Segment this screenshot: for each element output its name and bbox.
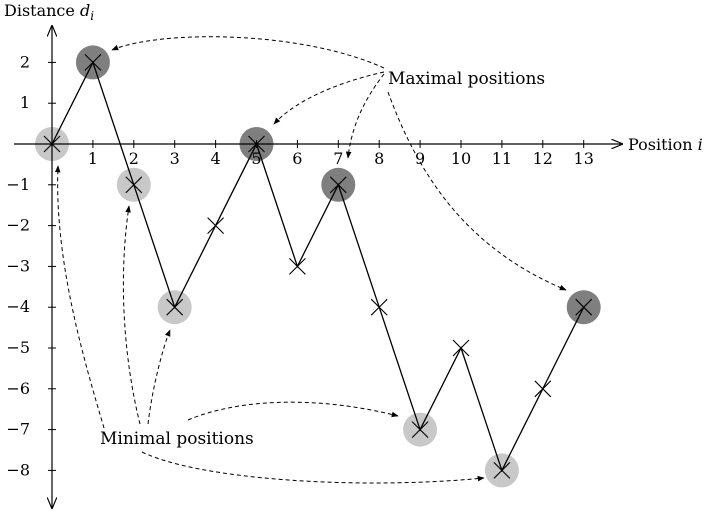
distance-series-line bbox=[51, 60, 585, 473]
position-markers bbox=[35, 45, 601, 488]
axes bbox=[14, 26, 622, 508]
data-point bbox=[166, 298, 184, 316]
x-tick-label: 8 bbox=[374, 149, 384, 168]
x-tick-label: 11 bbox=[492, 149, 512, 168]
max-arrow-5 bbox=[273, 71, 385, 125]
y-tick-label: −5 bbox=[6, 338, 30, 357]
point-crosses bbox=[43, 54, 593, 479]
data-point bbox=[84, 54, 102, 71]
y-tick-label: −4 bbox=[6, 297, 30, 316]
data-point bbox=[289, 258, 306, 275]
min-arrow-3 bbox=[147, 329, 171, 425]
x-tick-label: 9 bbox=[415, 149, 425, 168]
x-tick-label: 7 bbox=[333, 149, 343, 168]
data-point bbox=[125, 176, 143, 194]
y-tick-label: −3 bbox=[6, 256, 30, 275]
x-tick-label: 12 bbox=[533, 149, 553, 168]
min-arrow-0 bbox=[54, 165, 105, 429]
minimal-positions-label: Minimal positions bbox=[100, 429, 254, 449]
x-axis-label: Position i bbox=[628, 135, 703, 154]
x-tick-label: 4 bbox=[211, 149, 221, 168]
x-tick-label: 2 bbox=[129, 149, 139, 168]
min-arrow-2 bbox=[122, 205, 141, 425]
maximal-positions-label: Maximal positions bbox=[388, 69, 545, 89]
x-tick-label: 1 bbox=[88, 149, 98, 168]
x-tick-label: 3 bbox=[170, 149, 180, 168]
data-point bbox=[452, 339, 470, 357]
data-point bbox=[329, 176, 347, 194]
min-arrow-11 bbox=[141, 451, 485, 484]
x-tick-label: 6 bbox=[292, 149, 302, 168]
y-tick-label: 1 bbox=[20, 93, 30, 112]
y-axis-label: Distance di bbox=[4, 1, 94, 23]
series-line bbox=[51, 60, 585, 473]
data-point bbox=[575, 298, 593, 316]
y-tick-label: −7 bbox=[6, 420, 30, 439]
data-point bbox=[411, 421, 429, 438]
max-arrow-13 bbox=[387, 91, 567, 291]
data-point bbox=[370, 298, 388, 316]
max-arrow-1 bbox=[111, 36, 385, 69]
x-tick-label: 10 bbox=[451, 149, 471, 168]
y-tick-label: 2 bbox=[20, 52, 30, 71]
y-tick-label: −2 bbox=[6, 216, 30, 235]
data-point bbox=[43, 135, 61, 153]
data-point bbox=[534, 380, 552, 398]
max-arrow-7 bbox=[345, 73, 385, 159]
y-tick-label: −6 bbox=[6, 379, 30, 398]
min-arrow-9 bbox=[187, 401, 399, 421]
y-tick-label: −8 bbox=[6, 460, 30, 479]
y-tick-label: −1 bbox=[6, 175, 30, 194]
x-tick-label: 13 bbox=[574, 149, 594, 168]
x-tick-label: 5 bbox=[251, 149, 261, 168]
data-point bbox=[248, 135, 265, 153]
data-point bbox=[493, 462, 511, 479]
data-point bbox=[207, 217, 224, 234]
